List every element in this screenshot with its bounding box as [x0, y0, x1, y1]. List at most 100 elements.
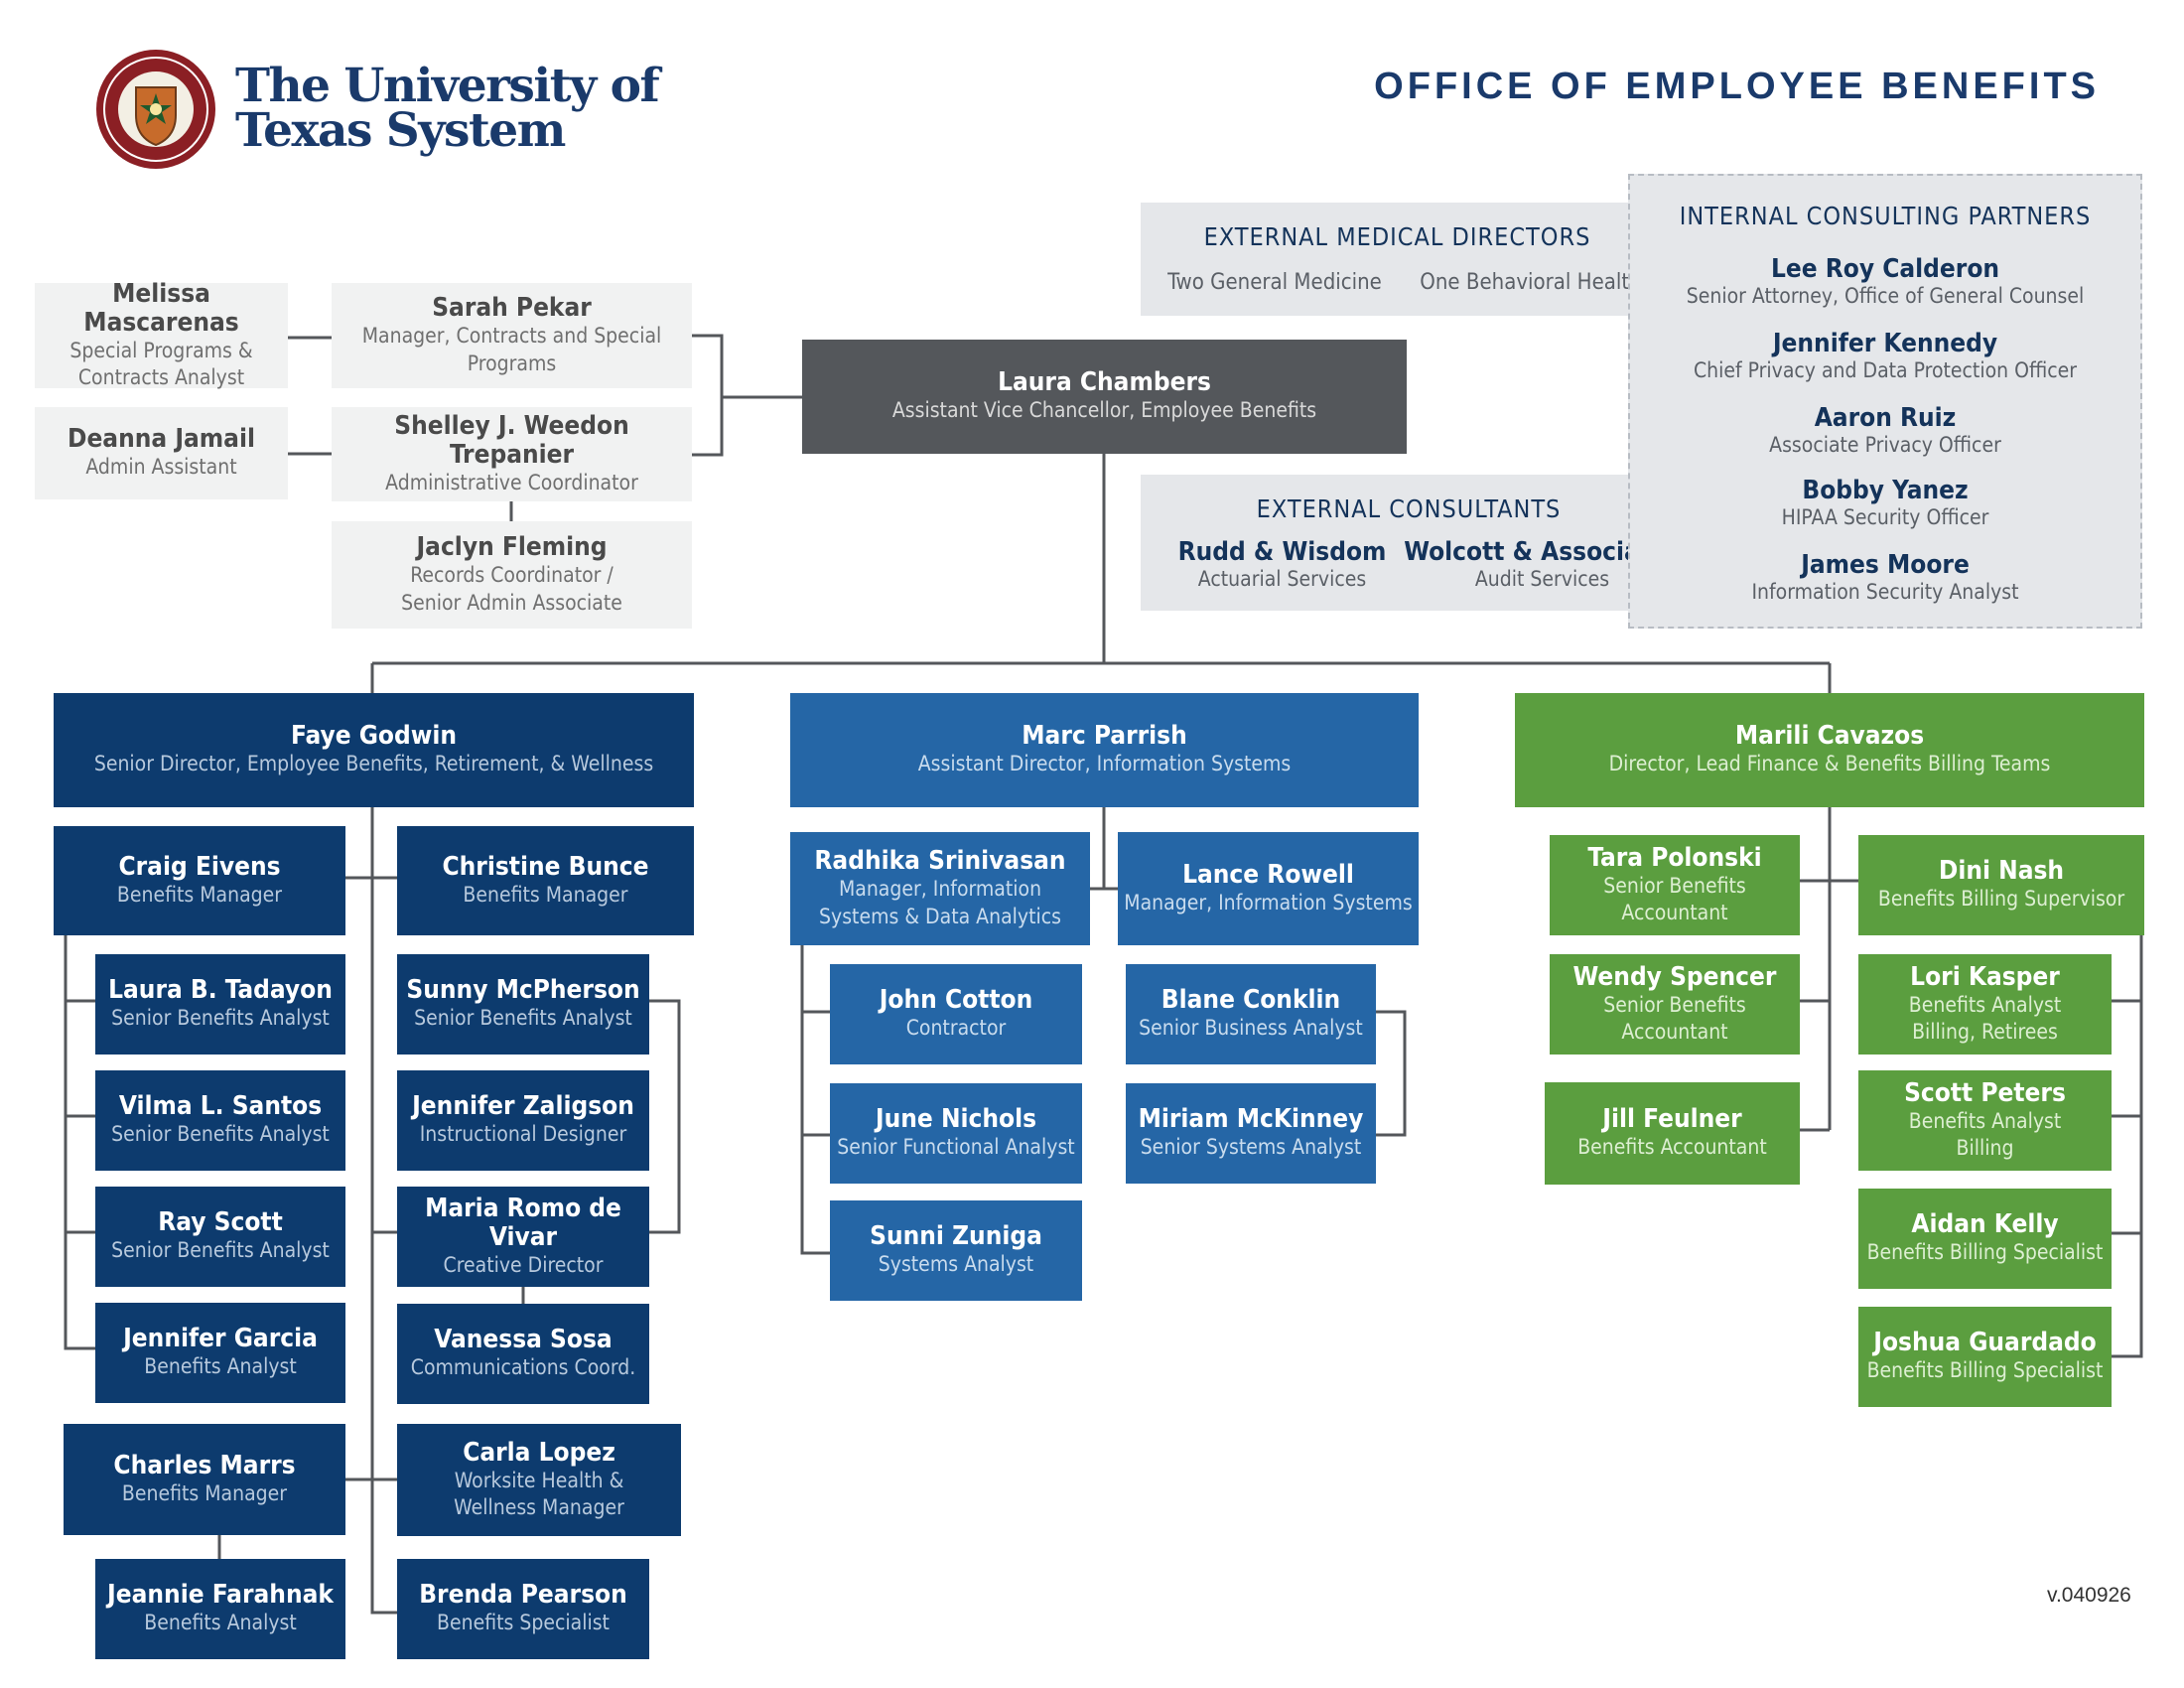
node-title: Senior Benefits Analyst: [111, 1238, 330, 1263]
consultant-title: Audit Services: [1474, 566, 1610, 591]
node-title: Assistant Vice Chancellor, Employee Bene…: [891, 398, 1317, 423]
node-name: Shelley J. Weedon Trepanier: [394, 410, 629, 470]
panel-heading: EXTERNAL CONSULTANTS: [1256, 494, 1562, 523]
logo-line-2: Texas System: [235, 103, 566, 158]
panel-heading: INTERNAL CONSULTING PARTNERS: [1679, 202, 2092, 230]
external-consultants-panel: EXTERNAL CONSULTANTS Rudd & Wisdom Actua…: [1141, 475, 1681, 611]
page-title: OFFICE OF EMPLOYEE BENEFITS: [1374, 66, 2100, 107]
connector-line: [1376, 1010, 1407, 1137]
consultant-name: Rudd & Wisdom: [1177, 537, 1387, 567]
medical-director-item: One Behavioral Health: [1420, 270, 1642, 295]
partner-title: Associate Privacy Officer: [1769, 432, 2001, 457]
logo-line-1: The University of: [235, 59, 660, 114]
node-name: Christine Bunce: [442, 851, 649, 882]
node-name: Blane Conklin: [1160, 985, 1341, 1016]
partner-entry: Aaron Ruiz Associate Privacy Officer: [1630, 404, 2140, 458]
partner-name: Aaron Ruiz: [1814, 403, 1957, 433]
node-name: Craig Eivens: [118, 851, 281, 882]
internal-consulting-partners-panel: INTERNAL CONSULTING PARTNERS Lee Roy Cal…: [1628, 174, 2142, 629]
node-name: Jennifer Zaligson: [412, 1091, 634, 1122]
partner-entry: Lee Roy Calderon Senior Attorney, Office…: [1630, 255, 2140, 309]
node-name: Joshua Guardado: [1873, 1328, 2097, 1358]
node-title: Benefits Manager: [116, 882, 283, 907]
node-title: Communications Coord.: [410, 1355, 636, 1380]
node-lance-rowell: Lance Rowell Manager, Information System…: [1118, 832, 1419, 945]
node-maria-romo-de-vivar: Maria Romo de Vivar Creative Director: [397, 1187, 649, 1287]
partner-name: Bobby Yanez: [1802, 476, 1969, 505]
node-name: Wendy Spencer: [1572, 961, 1777, 992]
node-laura-tadayon: Laura B. Tadayon Senior Benefits Analyst: [95, 954, 345, 1055]
node-name: Miriam McKinney: [1138, 1104, 1364, 1135]
node-ray-scott: Ray Scott Senior Benefits Analyst: [95, 1187, 345, 1287]
partner-title: HIPAA Security Officer: [1781, 504, 1989, 529]
node-title: Senior Benefits Analyst: [111, 1122, 330, 1147]
node-title: Special Programs & Contracts Analyst: [69, 338, 253, 390]
node-title: Benefits Billing Supervisor: [1877, 887, 2125, 912]
node-title: Benefits Billing Specialist: [1866, 1240, 2104, 1265]
node-title: Admin Assistant: [85, 455, 237, 480]
node-name: Sarah Pekar: [432, 293, 592, 324]
node-title: Benefits Manager: [463, 882, 628, 907]
node-name: Jennifer Garcia: [123, 1324, 318, 1354]
node-name: Lance Rowell: [1182, 859, 1354, 890]
node-title: Benefits Analyst: [144, 1611, 297, 1635]
node-title: Assistant Director, Information Systems: [917, 752, 1292, 776]
node-title: Senior Benefits Accountant: [1603, 873, 1746, 925]
consultant-entry: Rudd & Wisdom Actuarial Services: [1141, 538, 1424, 592]
node-name: Jaclyn Fleming: [416, 532, 608, 563]
node-june-nichols: June Nichols Senior Functional Analyst: [830, 1083, 1082, 1184]
node-title: Systems Analyst: [878, 1252, 1034, 1277]
node-sarah-pekar: Sarah Pekar Manager, Contracts and Speci…: [332, 283, 692, 388]
node-lori-kasper: Lori Kasper Benefits Analyst Billing, Re…: [1858, 954, 2112, 1055]
connector-line: [649, 999, 681, 1234]
node-carla-lopez: Carla Lopez Worksite Health & Wellness M…: [397, 1424, 681, 1536]
node-title: Instructional Designer: [419, 1122, 627, 1147]
node-title: Manager, Contracts and Special Programs: [361, 324, 662, 375]
partner-entry: Jennifer Kennedy Chief Privacy and Data …: [1630, 330, 2140, 383]
node-name: June Nichols: [875, 1104, 1037, 1135]
node-title: Manager, Information Systems: [1124, 890, 1413, 914]
node-title: Senior Benefits Analyst: [414, 1006, 632, 1031]
node-jennifer-garcia: Jennifer Garcia Benefits Analyst: [95, 1303, 345, 1403]
partner-title: Chief Privacy and Data Protection Office…: [1693, 357, 2078, 382]
connector-line: [2112, 935, 2143, 1358]
partner-name: James Moore: [1801, 550, 1970, 580]
university-logo: The University of Texas System: [94, 48, 660, 171]
node-wendy-spencer: Wendy Spencer Senior Benefits Accountant: [1550, 954, 1800, 1055]
node-name: Deanna Jamail: [68, 424, 255, 455]
node-title: Benefits Accountant: [1577, 1135, 1767, 1160]
external-medical-directors-panel: EXTERNAL MEDICAL DIRECTORS Two General M…: [1141, 203, 1654, 316]
node-title: Records Coordinator / Senior Admin Assoc…: [401, 563, 622, 615]
node-title: Senior Business Analyst: [1139, 1016, 1363, 1041]
node-laura-chambers: Laura Chambers Assistant Vice Chancellor…: [802, 340, 1407, 454]
node-title: Senior Benefits Analyst: [111, 1006, 330, 1031]
panel-heading: EXTERNAL MEDICAL DIRECTORS: [1203, 222, 1591, 251]
university-seal-icon: [96, 50, 215, 169]
node-name: Aidan Kelly: [1911, 1209, 2059, 1240]
node-name: Lori Kasper: [1910, 961, 2060, 992]
node-aidan-kelly: Aidan Kelly Benefits Billing Specialist: [1858, 1189, 2112, 1289]
node-title: Senior Systems Analyst: [1140, 1135, 1362, 1160]
node-melissa-mascarenas: Melissa Mascarenas Special Programs & Co…: [35, 279, 288, 389]
node-faye-godwin: Faye Godwin Senior Director, Employee Be…: [54, 693, 694, 807]
partner-entry: James Moore Information Security Analyst: [1630, 551, 2140, 605]
node-name: Marc Parrish: [1022, 721, 1187, 752]
node-title: Benefits Analyst: [144, 1354, 297, 1379]
node-blane-conklin: Blane Conklin Senior Business Analyst: [1126, 964, 1376, 1064]
node-brenda-pearson: Brenda Pearson Benefits Specialist: [397, 1559, 649, 1659]
node-name: Tara Polonski: [1587, 842, 1762, 873]
node-name: Ray Scott: [158, 1207, 283, 1238]
node-name: Brenda Pearson: [419, 1580, 627, 1611]
consultant-title: Actuarial Services: [1197, 566, 1367, 591]
node-craig-eivens: Craig Eivens Benefits Manager: [54, 826, 345, 935]
node-sunny-mcpherson: Sunny McPherson Senior Benefits Analyst: [397, 954, 649, 1055]
node-title: Manager, Information Systems & Data Anal…: [819, 877, 1061, 928]
node-name: Dini Nash: [1938, 856, 2065, 887]
node-name: Faye Godwin: [291, 721, 457, 752]
node-name: Vilma L. Santos: [118, 1091, 323, 1122]
node-sunni-zuniga: Sunni Zuniga Systems Analyst: [830, 1200, 1082, 1301]
node-name: Marili Cavazos: [1734, 721, 1925, 752]
partner-name: Lee Roy Calderon: [1770, 254, 2000, 284]
node-title: Senior Director, Employee Benefits, Reti…: [93, 752, 654, 776]
node-name: John Cotton: [879, 985, 1033, 1016]
